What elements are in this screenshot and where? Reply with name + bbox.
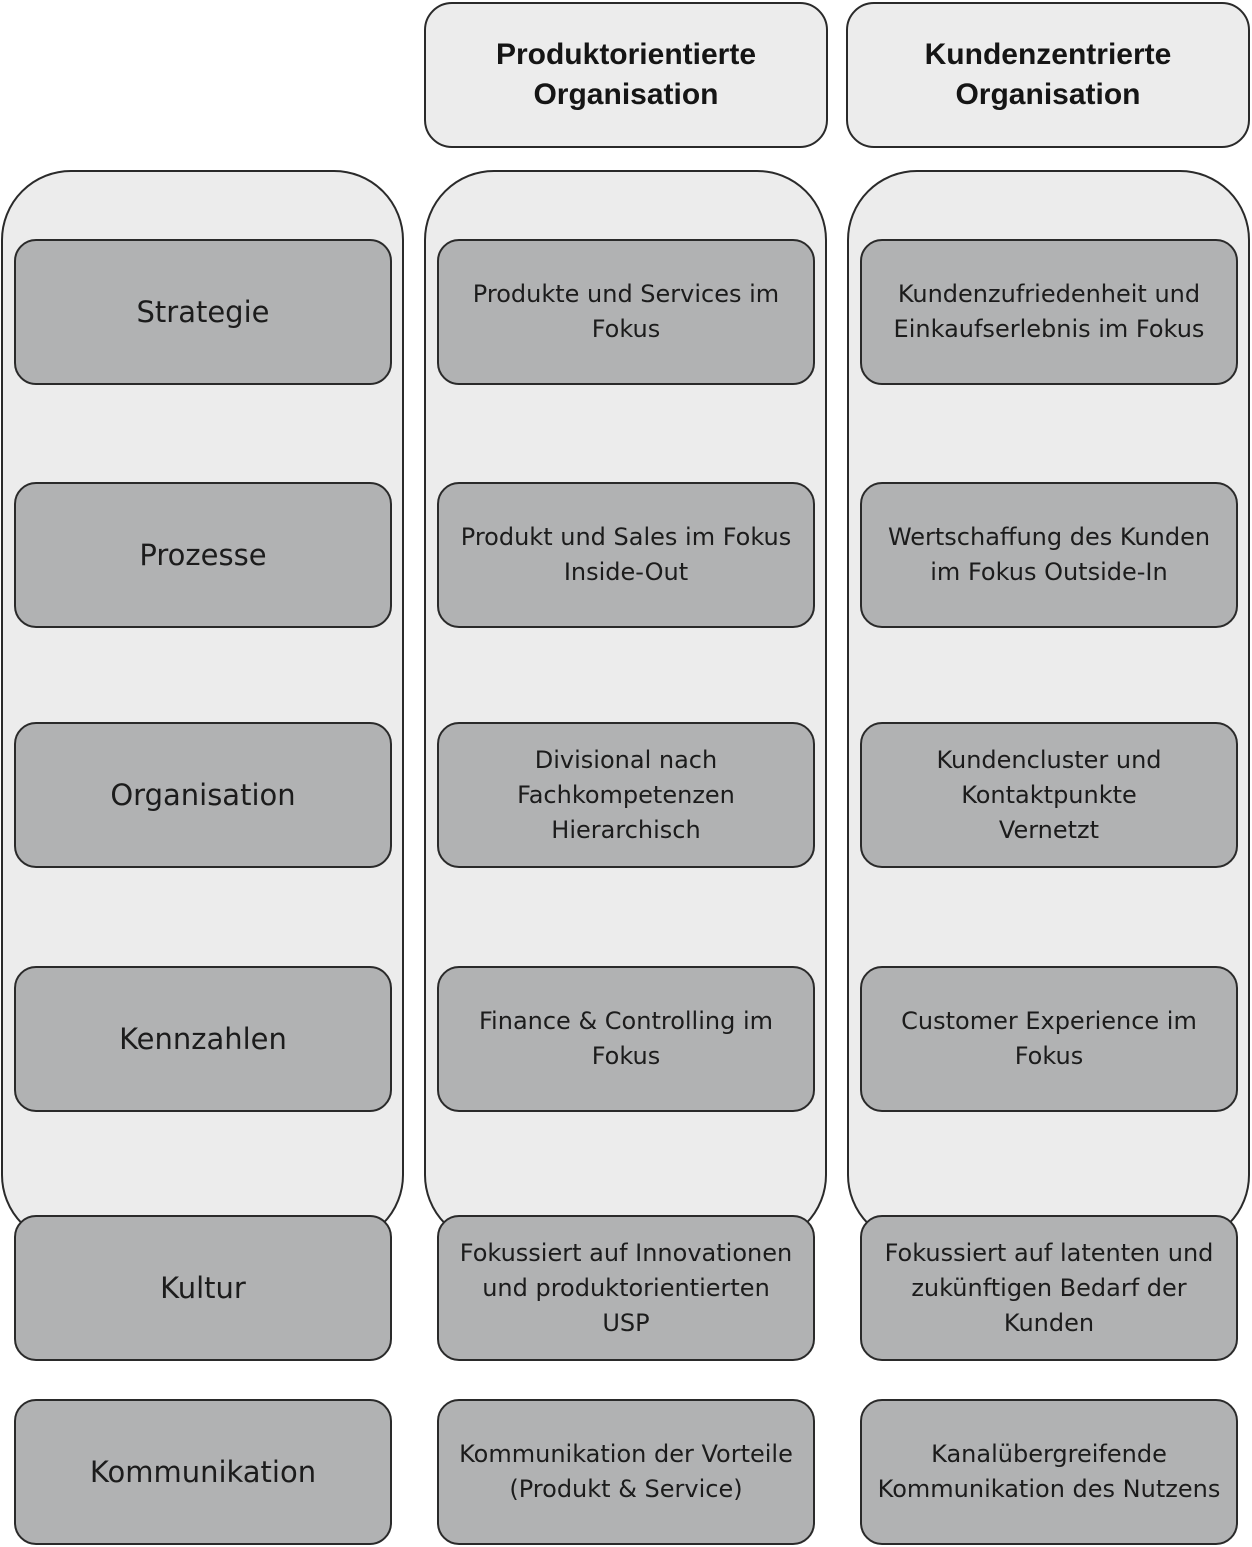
cell-customer-kennzahlen: Customer Experience im Fokus (860, 966, 1238, 1112)
row-label-organisation: Organisation (14, 722, 392, 868)
row-label-kennzahlen: Kennzahlen (14, 966, 392, 1112)
cell-customer-organisation: Kundencluster und Kontaktpunkte Vernetzt (860, 722, 1238, 868)
cell-customer-kommunikation: Kanalübergreifende Kommunikation des Nut… (860, 1399, 1238, 1545)
cell-product-kennzahlen: Finance & Controlling im Fokus (437, 966, 815, 1112)
header-customer-centric: Kundenzentrierte Organisation (846, 2, 1250, 148)
cell-product-kultur: Fokussiert auf Innovationen und produkto… (437, 1215, 815, 1361)
cell-customer-strategie: Kundenzufriedenheit und Einkaufserlebnis… (860, 239, 1238, 385)
cell-customer-prozesse: Wertschaffung des Kunden im Fokus Outsid… (860, 482, 1238, 628)
cell-customer-kultur: Fokussiert auf latenten und zukünftigen … (860, 1215, 1238, 1361)
row-label-kultur: Kultur (14, 1215, 392, 1361)
row-label-prozesse: Prozesse (14, 482, 392, 628)
header-product-oriented: Produktorientierte Organisation (424, 2, 828, 148)
cell-product-strategie: Produkte und Services im Fokus (437, 239, 815, 385)
cell-product-prozesse: Produkt und Sales im Fokus Inside-Out (437, 482, 815, 628)
row-label-kommunikation: Kommunikation (14, 1399, 392, 1545)
cell-product-kommunikation: Kommunikation der Vorteile (Produkt & Se… (437, 1399, 815, 1545)
row-label-strategie: Strategie (14, 239, 392, 385)
cell-product-organisation: Divisional nach Fachkompetenzen Hierarch… (437, 722, 815, 868)
